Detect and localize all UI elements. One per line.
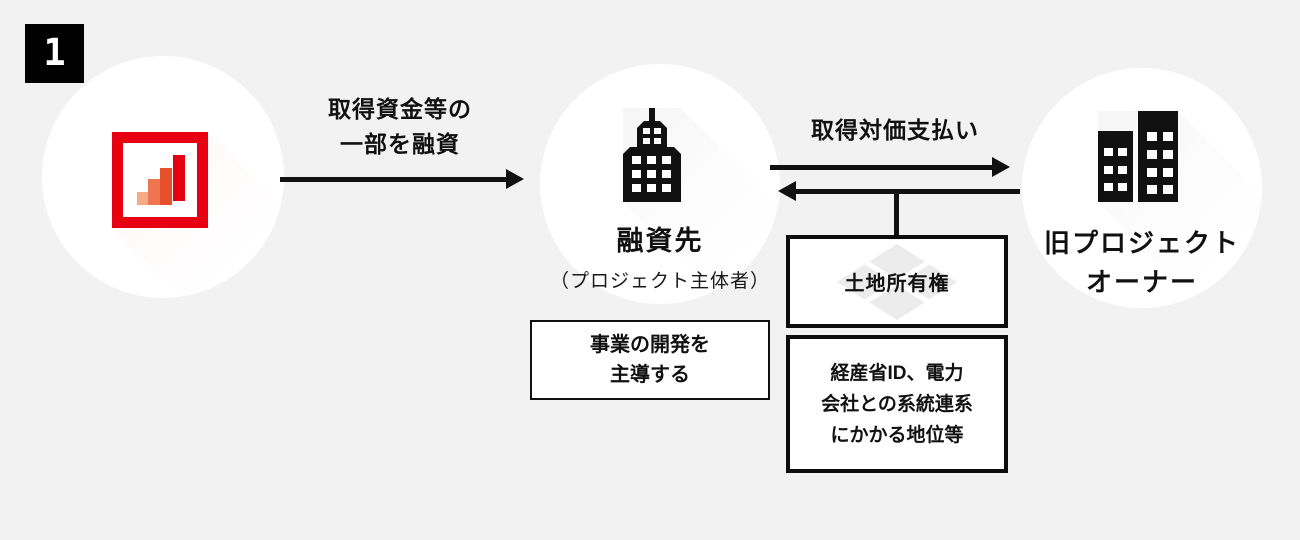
transfer-connector-line xyxy=(894,192,899,236)
loan-flow-label-line1: 取得資金等の xyxy=(328,96,472,122)
payment-arrow-line xyxy=(770,165,996,170)
land-ownership-box: 土地所有権 xyxy=(786,235,1008,328)
meti-id-line1: 経産省ID、電力 xyxy=(830,362,964,384)
loan-arrowhead-right-icon xyxy=(506,169,524,189)
payment-flow-label: 取得対価支払い xyxy=(811,117,979,143)
step-number-badge: 1 xyxy=(25,24,84,83)
old-owner-node xyxy=(1022,68,1262,308)
old-owner-title: 旧プロジェクト オーナー xyxy=(1012,224,1272,302)
meti-id-line2: 会社との系統連系 xyxy=(821,393,973,415)
land-ownership-label: 土地所有権 xyxy=(844,273,950,295)
meti-id-box: 経産省ID、電力 会社との系統連系 にかかる地位等 xyxy=(786,335,1008,473)
transfer-arrowhead-left-icon xyxy=(778,181,796,201)
old-owner-title-line2: オーナー xyxy=(1085,267,1198,297)
land-parcel-icon xyxy=(837,243,957,320)
borrower-subtitle: （プロジェクト主体者） xyxy=(549,271,770,292)
loan-flow-label-line2: 一部を融資 xyxy=(340,131,460,157)
develop-note-line1: 事業の開発を xyxy=(590,334,710,356)
office-tower-icon xyxy=(623,108,681,202)
payment-arrowhead-right-icon xyxy=(992,157,1010,177)
transfer-arrow-line xyxy=(794,189,1020,194)
develop-note-box: 事業の開発を 主導する xyxy=(530,320,770,400)
loan-flow-label: 取得資金等の 一部を融資 xyxy=(270,92,530,162)
loan-arrow-line xyxy=(280,177,510,182)
develop-note-line2: 主導する xyxy=(610,364,690,386)
twin-buildings-icon xyxy=(1098,111,1178,202)
borrower-node xyxy=(540,64,780,304)
old-owner-title-line1: 旧プロジェクト xyxy=(1043,228,1240,258)
meti-id-line3: にかかる地位等 xyxy=(830,424,964,446)
borrower-title: 融資先 xyxy=(616,226,704,256)
bar-chart-logo-icon xyxy=(112,132,208,228)
lender-node xyxy=(42,56,284,298)
